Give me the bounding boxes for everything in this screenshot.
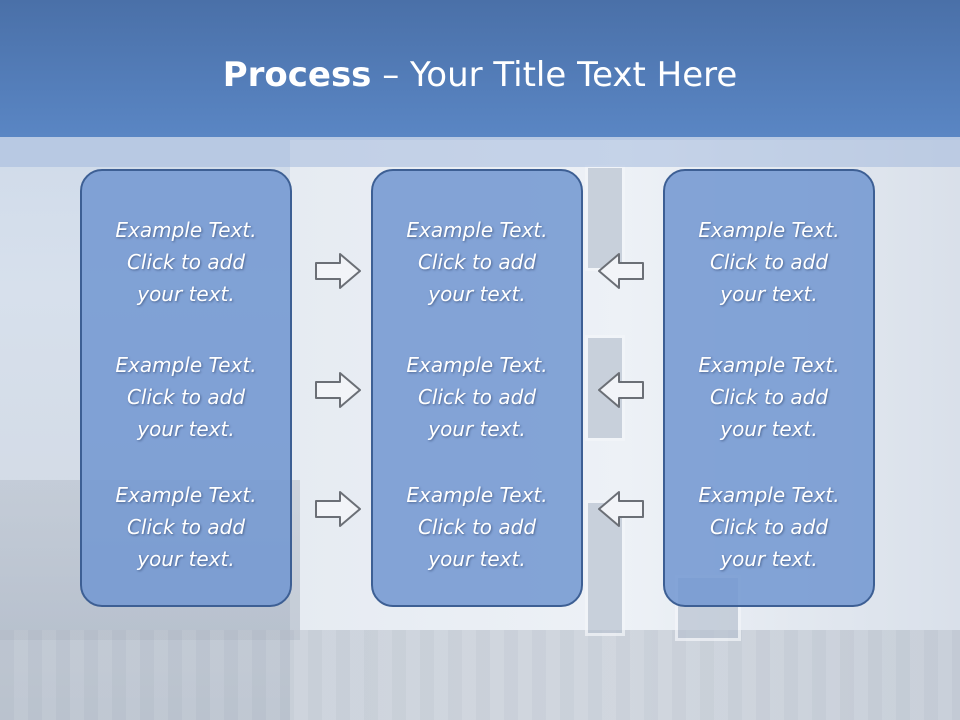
text-line: Click to add xyxy=(709,250,829,274)
right-arrow-icon xyxy=(315,372,361,408)
text-block[interactable]: Example Text. Click to add your text. xyxy=(82,214,290,310)
text-line: Example Text. xyxy=(115,353,257,377)
text-line: Example Text. xyxy=(406,218,548,242)
text-line: Click to add xyxy=(126,515,246,539)
process-box-right[interactable]: Example Text. Click to add your text. Ex… xyxy=(663,169,875,607)
text-line: Click to add xyxy=(126,250,246,274)
text-line: Example Text. xyxy=(698,218,840,242)
text-line: Example Text. xyxy=(406,483,548,507)
text-block[interactable]: Example Text. Click to add your text. xyxy=(665,214,873,310)
text-line: Click to add xyxy=(417,250,537,274)
text-line: Click to add xyxy=(126,385,246,409)
text-block[interactable]: Example Text. Click to add your text. xyxy=(665,479,873,575)
text-line: Click to add xyxy=(417,385,537,409)
text-line: your text. xyxy=(428,282,526,306)
text-block[interactable]: Example Text. Click to add your text. xyxy=(665,349,873,445)
text-line: your text. xyxy=(137,547,235,571)
left-arrow-icon xyxy=(598,372,644,408)
text-line: your text. xyxy=(720,547,818,571)
text-block[interactable]: Example Text. Click to add your text. xyxy=(373,479,581,575)
text-block[interactable]: Example Text. Click to add your text. xyxy=(373,214,581,310)
text-line: your text. xyxy=(137,282,235,306)
text-line: your text. xyxy=(428,547,526,571)
text-block[interactable]: Example Text. Click to add your text. xyxy=(82,479,290,575)
slide-title[interactable]: Process – Your Title Text Here xyxy=(0,52,960,98)
text-line: your text. xyxy=(720,282,818,306)
right-arrow-icon xyxy=(315,491,361,527)
text-line: Click to add xyxy=(709,515,829,539)
background-street xyxy=(0,630,960,720)
text-line: your text. xyxy=(428,417,526,441)
title-rest: – Your Title Text Here xyxy=(371,55,738,95)
process-box-middle[interactable]: Example Text. Click to add your text. Ex… xyxy=(371,169,583,607)
text-line: your text. xyxy=(720,417,818,441)
text-line: Click to add xyxy=(417,515,537,539)
process-box-left[interactable]: Example Text. Click to add your text. Ex… xyxy=(80,169,292,607)
title-bar xyxy=(0,0,960,137)
text-line: Example Text. xyxy=(406,353,548,377)
text-block[interactable]: Example Text. Click to add your text. xyxy=(82,349,290,445)
text-line: Example Text. xyxy=(115,218,257,242)
left-arrow-icon xyxy=(598,491,644,527)
text-line: Example Text. xyxy=(698,483,840,507)
text-line: Example Text. xyxy=(115,483,257,507)
text-line: Click to add xyxy=(709,385,829,409)
left-arrow-icon xyxy=(598,253,644,289)
text-block[interactable]: Example Text. Click to add your text. xyxy=(373,349,581,445)
title-bold-word: Process xyxy=(222,55,372,95)
text-line: your text. xyxy=(137,417,235,441)
text-line: Example Text. xyxy=(698,353,840,377)
right-arrow-icon xyxy=(315,253,361,289)
title-bar-stripe xyxy=(0,137,960,167)
